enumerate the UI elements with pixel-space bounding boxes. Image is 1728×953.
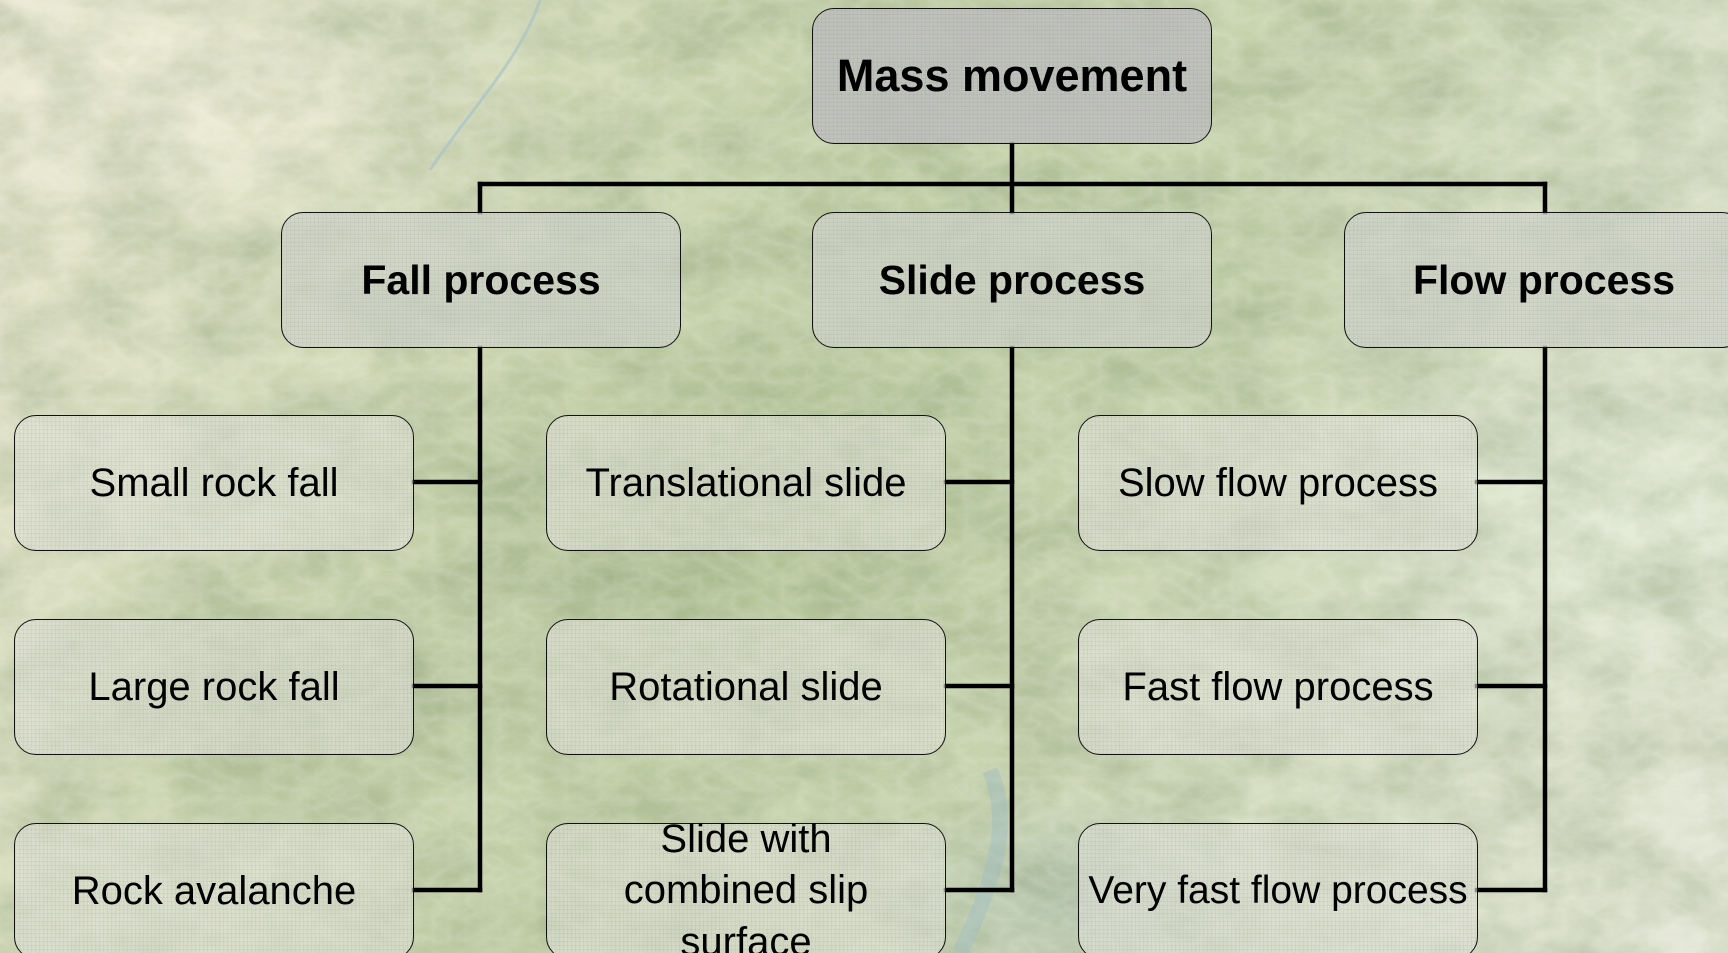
category-node-flow-process: Flow process — [1344, 212, 1728, 348]
leaf-node-label: Translational slide — [585, 460, 907, 505]
category-node-fall-process: Fall process — [281, 212, 681, 348]
leaf-node-rock-avalanche: Rock avalanche — [14, 823, 414, 953]
leaf-node-slide-with-combined-slip-surface: Slide with combined slip surface — [546, 817, 946, 953]
category-node-slide-process: Slide process — [812, 212, 1212, 348]
leaf-node-very-fast-flow-process: Very fast flow process — [1078, 823, 1478, 953]
leaf-node-label: Rotational slide — [609, 664, 883, 709]
leaf-node-label: Slow flow process — [1117, 460, 1439, 505]
leaf-node-label: Rock avalanche — [71, 868, 357, 913]
leaf-node-label: Slide with combined slip surface — [623, 817, 869, 953]
category-node-label: Flow process — [1412, 256, 1675, 303]
leaf-node-rotational-slide: Rotational slide — [546, 619, 946, 755]
leaf-node-fast-flow-process: Fast flow process — [1078, 619, 1478, 755]
leaf-node-label: Fast flow process — [1122, 664, 1434, 709]
leaf-node-slow-flow-process: Slow flow process — [1078, 415, 1478, 551]
leaf-node-large-rock-fall: Large rock fall — [14, 619, 414, 755]
category-node-label: Slide process — [878, 256, 1146, 303]
root-node-mass-movement: Mass movement — [812, 8, 1212, 144]
leaf-node-label: Large rock fall — [88, 664, 340, 709]
root-node-label: Mass movement — [836, 50, 1188, 102]
category-node-label: Fall process — [361, 256, 601, 303]
leaf-node-translational-slide: Translational slide — [546, 415, 946, 551]
leaf-node-label: Very fast flow process — [1088, 869, 1468, 913]
leaf-node-small-rock-fall: Small rock fall — [14, 415, 414, 551]
leaf-node-label: Small rock fall — [89, 460, 339, 505]
